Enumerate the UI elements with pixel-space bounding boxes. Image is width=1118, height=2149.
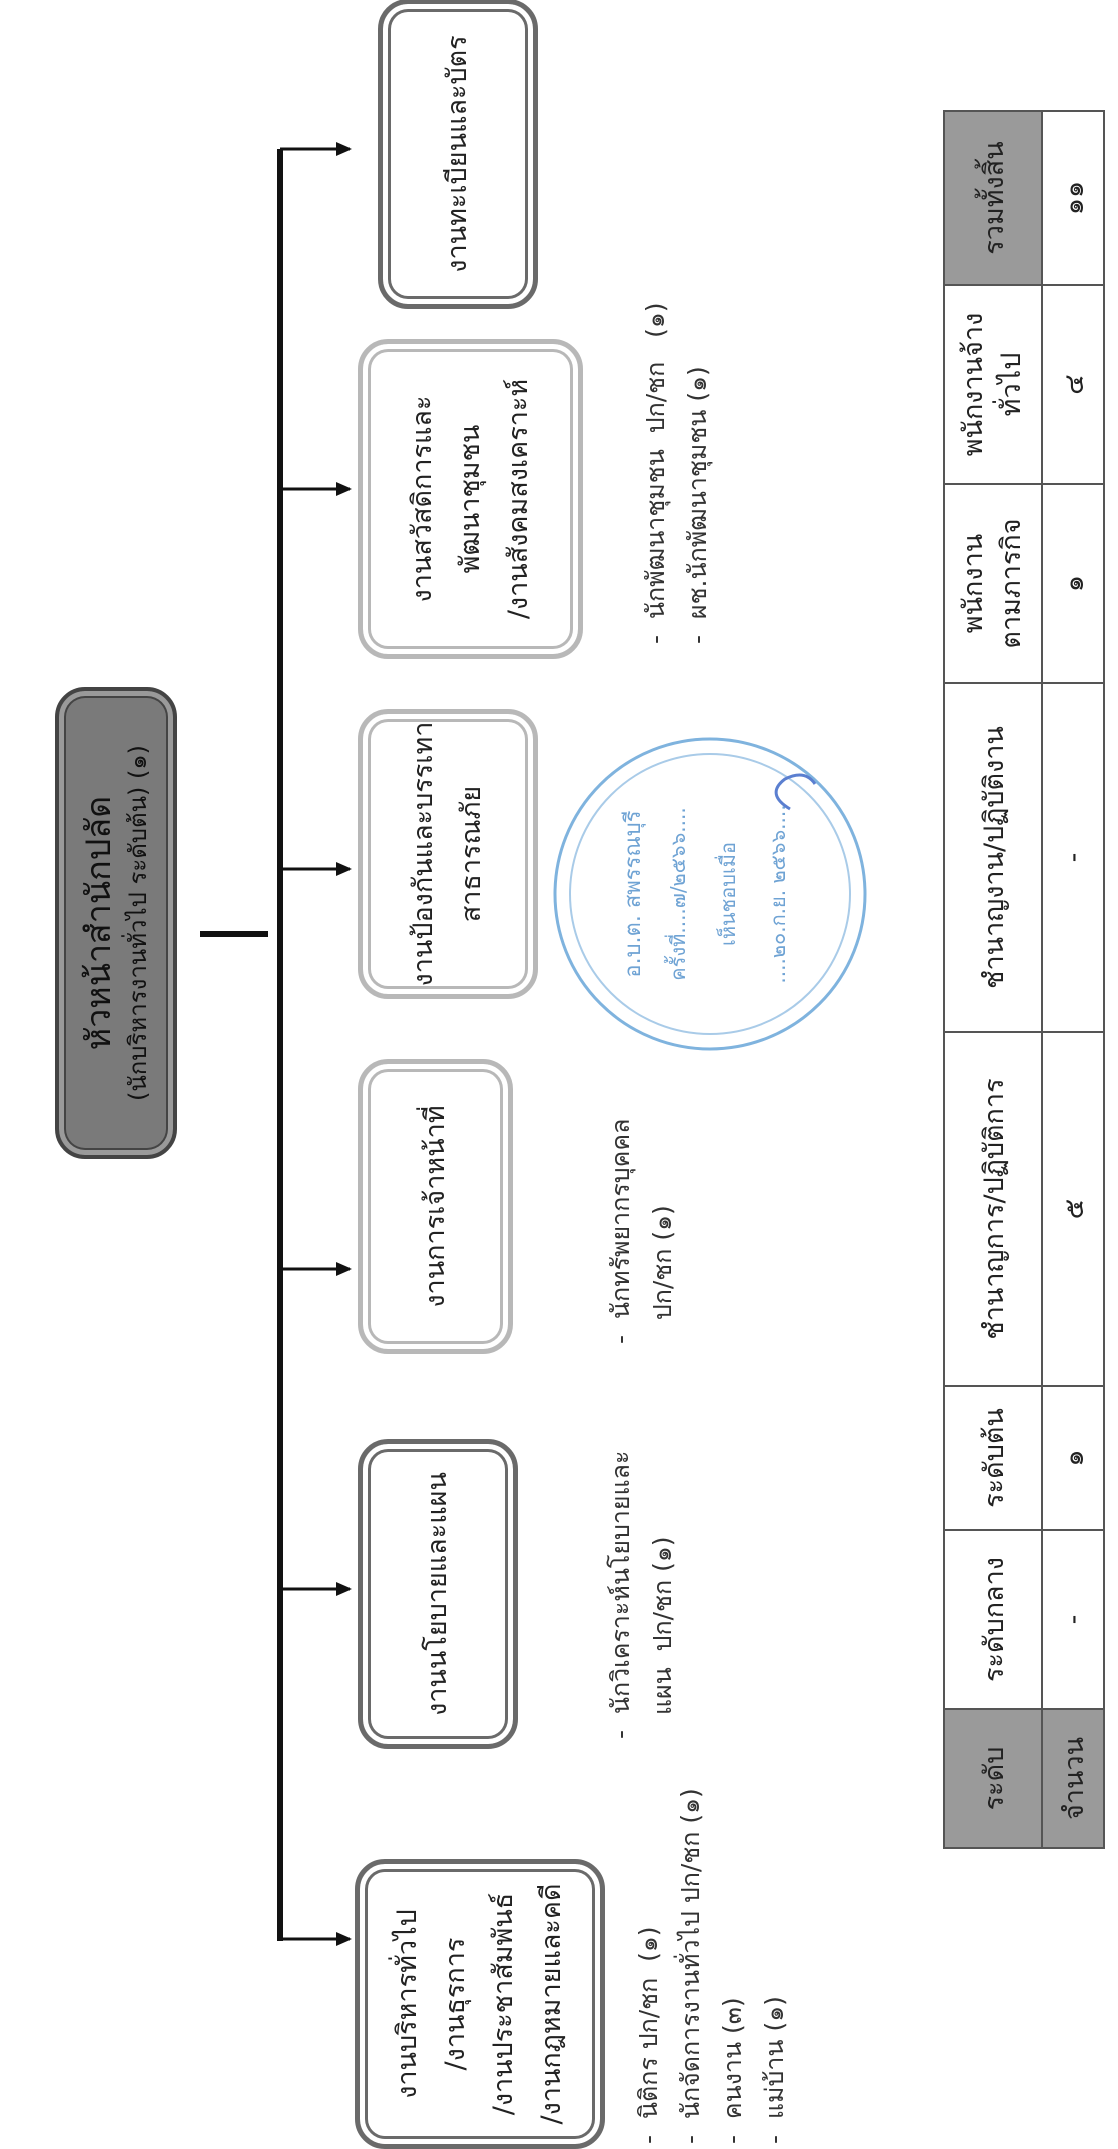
approval-stamp: อ.บ.ต. สพรรณบุรี ครั้งที่....๗/๒๕๖๖.... … xyxy=(553,737,867,1051)
staff-notes-personnel: - นักทรัพยากรบุคคล ปก/ชก (๑) xyxy=(606,1118,677,1344)
stamp-line-1: อ.บ.ต. สพรรณบุรี xyxy=(621,810,646,977)
table-header-cell: ระดับ xyxy=(944,1709,1042,1848)
division-registration: งานทะเบียนและบัตร xyxy=(378,0,538,309)
table-header-cell: พนักงาน ตามภารกิจ xyxy=(944,484,1042,683)
table-cell: ๑๑ xyxy=(1042,111,1104,285)
table-row: จำนวน - ๑ ๕ - ๑ ๔ ๑๑ xyxy=(1042,111,1104,1848)
division-label: งานป้องกันและบรรเทา สาธารณภัย xyxy=(408,721,487,987)
table-header-cell: ระดับต้น xyxy=(944,1386,1042,1530)
stamp-signature xyxy=(774,773,817,811)
stamp-line-3: เห็นชอบเมื่อ xyxy=(714,842,740,946)
staff-notes-general: - นิติกร ปก/ชก (๑) - นักจัดการงานทั่วไป … xyxy=(634,1788,789,2144)
division-personnel: งานการเจ้าหน้าที่ xyxy=(358,1059,513,1354)
table-header-cell: ระดับกลาง xyxy=(944,1530,1042,1709)
division-general-admin: งานบริหารทั่วไป /งานธุรการ /งานประชาสัมพ… xyxy=(355,1859,605,2149)
table-header-cell: พนักงานจ้าง ทั่วไป xyxy=(944,285,1042,484)
division-label: งานทะเบียนและบัตร xyxy=(442,35,473,273)
table-row: ระดับ ระดับกลาง ระดับต้น ชำนาญการ/ปฏิบัต… xyxy=(944,111,1042,1848)
table-cell: ๕ xyxy=(1042,1032,1104,1386)
stamp-line-4: ....๒๐.ก.ย. ๒๕๖๖.... xyxy=(766,804,790,983)
staff-notes-welfare: - นักพัฒนาชุมชน ปก/ชก (๑) - ผช.นักพัฒนาช… xyxy=(641,302,712,644)
staff-summary-table: ระดับ ระดับกลาง ระดับต้น ชำนาญการ/ปฏิบัต… xyxy=(943,110,1105,1849)
table-header-cell: ชำนาญงาน/ปฏิบัติงาน xyxy=(944,683,1042,1032)
table-cell: - xyxy=(1042,683,1104,1032)
division-disaster-prevention: งานป้องกันและบรรเทา สาธารณภัย xyxy=(358,709,538,999)
stamp-line-2: ครั้งที่....๗/๒๕๖๖.... xyxy=(664,807,690,980)
table-header-cell: ชำนาญการ/ปฏิบัติการ xyxy=(944,1032,1042,1386)
division-label: งานนโยบายและแผน xyxy=(422,1472,453,1716)
table-cell: - xyxy=(1042,1530,1104,1709)
division-policy-plan: งานนโยบายและแผน xyxy=(358,1439,518,1749)
table-header-cell: รวมทั้งสิ้น xyxy=(944,111,1042,285)
table-cell: ๑ xyxy=(1042,1386,1104,1530)
division-label: งานสวัสดิการและ พัฒนาชุมชน /งานสังคมสงเค… xyxy=(406,378,534,620)
division-label: งานการเจ้าหน้าที่ xyxy=(419,1105,451,1308)
staff-notes-policy: - นักวิเคราะห์นโยบายและ แผน ปก/ชก (๑) xyxy=(606,1450,677,1739)
division-welfare: งานสวัสดิการและ พัฒนาชุมชน /งานสังคมสงเค… xyxy=(358,339,583,659)
table-cell: ๑ xyxy=(1042,484,1104,683)
table-cell: จำนวน xyxy=(1042,1709,1104,1848)
table-cell: ๔ xyxy=(1042,285,1104,484)
division-label: งานบริหารทั่วไป /งานธุรการ /งานประชาสัมพ… xyxy=(392,1883,567,2125)
